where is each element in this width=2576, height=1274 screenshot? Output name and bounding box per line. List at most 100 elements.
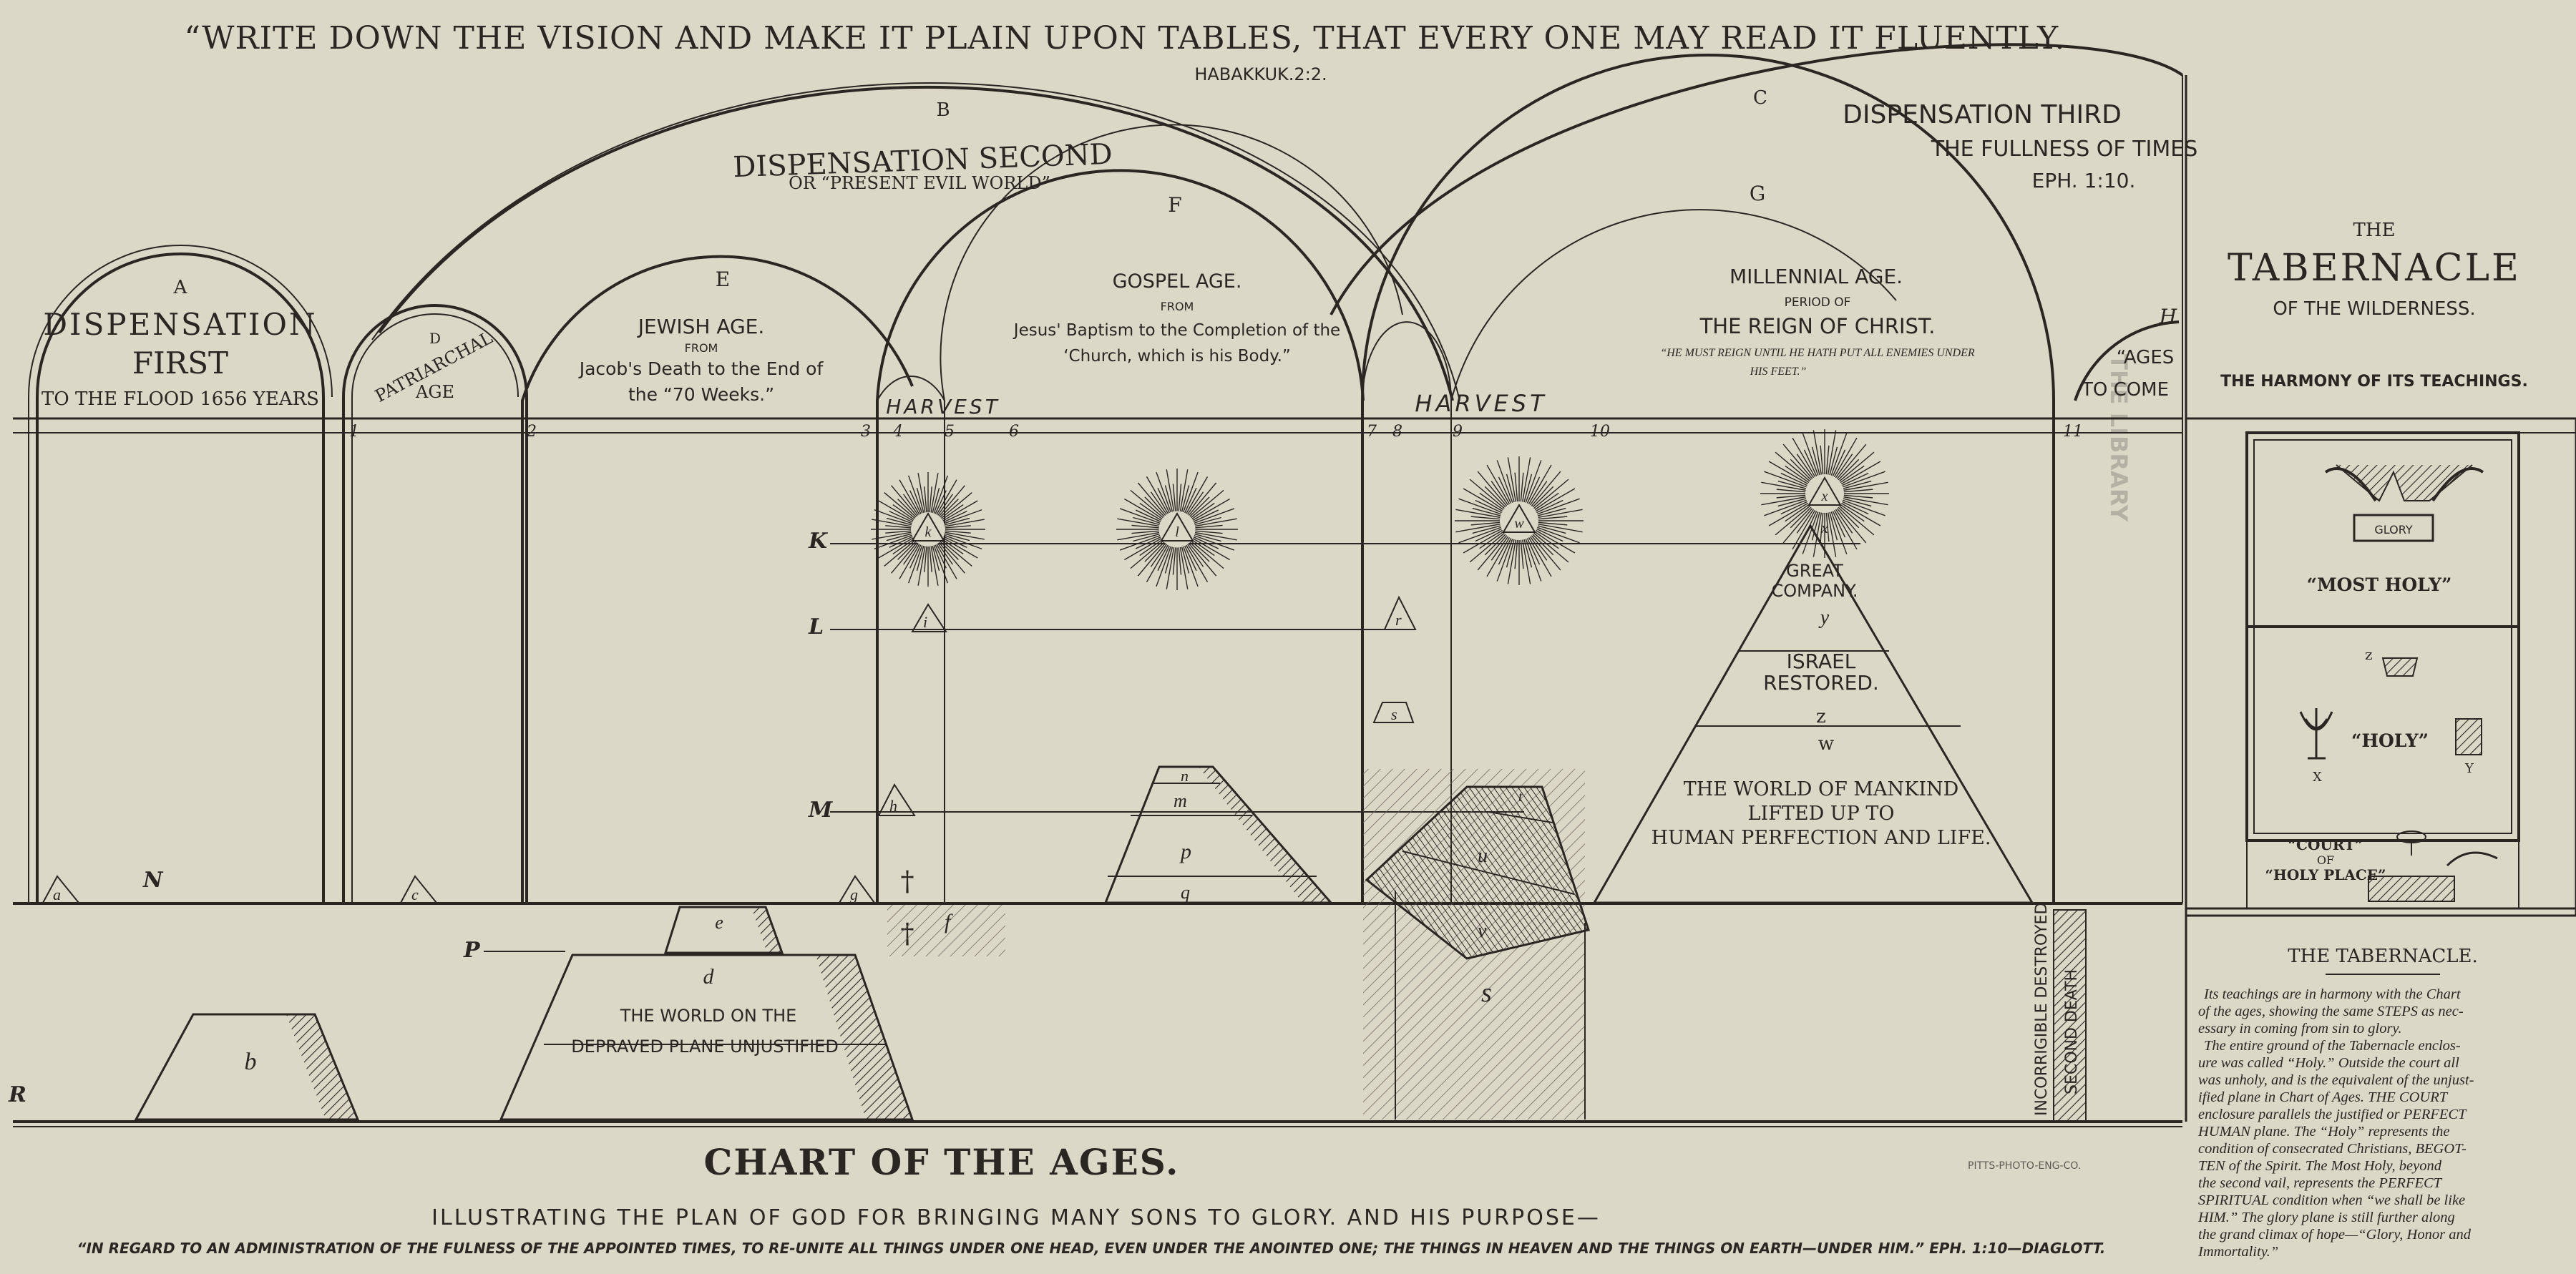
millennial-pyramid: x GREAT COMPANY. y ISRAEL RESTORED. z w … bbox=[1592, 519, 2034, 904]
holy-letter-z: z bbox=[2365, 646, 2373, 663]
tab-text-line: enclosure parallels the justified or PER… bbox=[2198, 1107, 2467, 1122]
dispensation-third-line3: EPH. 1:10. bbox=[2032, 169, 2136, 192]
line-number-9: 9 bbox=[1453, 423, 1463, 441]
small-letter-t: t bbox=[1518, 789, 1523, 805]
small-letter-b: b bbox=[245, 1049, 257, 1075]
small-letter-labels: a c g h i r s bbox=[53, 611, 1402, 903]
glory-burst: x bbox=[1760, 429, 1889, 558]
small-letter-v: v bbox=[1478, 920, 1487, 942]
cross-icon: † bbox=[901, 866, 914, 897]
stamp-line1: THE LIBRARY bbox=[2105, 354, 2132, 522]
tabernacle-subtitle: OF THE WILDERNESS. bbox=[2273, 298, 2475, 320]
laver-icon bbox=[2396, 830, 2426, 856]
tab-text-line: Its teachings are in harmony with the Ch… bbox=[2203, 986, 2462, 1002]
tab-text-line: ified plane in Chart of Ages. THE COURT bbox=[2198, 1089, 2449, 1105]
harvest-label-2: HARVEST bbox=[1415, 390, 1547, 417]
dispensation-first-line2: FIRST bbox=[132, 346, 228, 381]
small-letter-m: m bbox=[1174, 790, 1187, 811]
incense-altar-icon bbox=[2381, 657, 2419, 677]
age-gospel-line2: FROM bbox=[1161, 300, 1194, 313]
age-gospel-line1: GOSPEL AGE. bbox=[1113, 270, 1242, 293]
letter-h: H bbox=[2159, 305, 2177, 328]
footer-title: CHART OF THE AGES. bbox=[704, 1141, 1180, 1183]
glory-letter: x bbox=[1821, 489, 1828, 504]
line-numbers: 1 2 3 4 5 6 7 8 9 10 11 bbox=[349, 423, 2083, 441]
dispensation-second-line2: OR “PRESENT EVIL WORLD” bbox=[789, 173, 1050, 193]
letter-d: D bbox=[429, 330, 441, 347]
depraved-line2: DEPRAVED PLANE UNJUSTIFIED bbox=[571, 1037, 839, 1057]
tab-text-line: the second vail, represents the PERFECT bbox=[2198, 1175, 2443, 1191]
glory-burst: w bbox=[1455, 456, 1584, 585]
age-jewish-line4: the “70 Weeks.” bbox=[628, 384, 774, 405]
small-letter-x: x bbox=[1820, 519, 1828, 536]
line-number-4: 4 bbox=[892, 423, 903, 441]
arch-jewish bbox=[521, 255, 914, 903]
plane-letter-k: K bbox=[808, 529, 829, 554]
small-letter-a: a bbox=[53, 886, 61, 903]
tab-text-line: HUMAN plane. The “Holy” represents the bbox=[2197, 1124, 2450, 1140]
dispensation-third-line1: DISPENSATION THIRD bbox=[1843, 100, 2122, 129]
pyramid-b: b bbox=[134, 1013, 360, 1121]
arch-gospel bbox=[876, 169, 1365, 903]
tab-text-line: was unholy, and is the equivalent of the… bbox=[2198, 1072, 2474, 1088]
incorrigible-label: INCORRIGIBLE DESTROYED bbox=[2033, 903, 2051, 1116]
most-holy-label: “MOST HOLY” bbox=[2307, 574, 2452, 595]
tab-text-line: TEN of the Spirit. The Most Holy, beyond bbox=[2198, 1158, 2442, 1174]
tab-text-line: HIM.” The glory plane is still further a… bbox=[2197, 1210, 2455, 1225]
arch-harvest-1 bbox=[877, 376, 945, 401]
age-gospel-line3: Jesus' Baptism to the Completion of the bbox=[1013, 321, 1340, 340]
line-number-8: 8 bbox=[1392, 423, 1402, 441]
falling-pyramid: t u v s bbox=[1363, 769, 1590, 1119]
line-number-1: 1 bbox=[349, 423, 359, 441]
tabernacle-panel: THE TABERNACLE OF THE WILDERNESS. THE HA… bbox=[2185, 220, 2576, 1260]
age-gospel-line4: ‘Church, which is his Body.” bbox=[1063, 347, 1291, 366]
engraver-mark: PITTS-PHOTO-ENG-CO. bbox=[1968, 1160, 2081, 1172]
small-triangles bbox=[42, 595, 1417, 903]
line-number-7: 7 bbox=[1367, 423, 1377, 441]
small-letter-p: p bbox=[1179, 840, 1191, 863]
age-patriarchal-line2: AGE bbox=[415, 382, 454, 402]
plane-letter-p: P bbox=[463, 938, 481, 963]
age-to-come-line2: TO COME bbox=[2081, 379, 2169, 401]
letter-f: F bbox=[1168, 193, 1181, 217]
line-number-11: 11 bbox=[2063, 423, 2083, 441]
plane-letters: K L M N P R bbox=[8, 529, 833, 1107]
arch-dispensation-second-outer bbox=[371, 82, 1460, 401]
triangle-a bbox=[42, 875, 81, 903]
age-millennial-line5: HIS FEET.” bbox=[1750, 366, 1807, 378]
dispensation-first-line1: DISPENSATION bbox=[43, 307, 317, 342]
israel-line2: RESTORED. bbox=[1763, 671, 1879, 695]
tab-text-line: condition of consecrated Christians, BEG… bbox=[2198, 1141, 2467, 1157]
glory-burst: l bbox=[1116, 469, 1238, 590]
age-jewish-line1: JEWISH AGE. bbox=[637, 315, 765, 338]
header-quote: “WRITE DOWN THE VISION AND MAKE IT PLAIN… bbox=[185, 20, 2066, 57]
arch-millennial bbox=[1361, 54, 2055, 903]
arch-dispensation-third bbox=[1330, 43, 2184, 315]
arch-harvest-2 bbox=[1362, 321, 1452, 401]
tabernacle-caption: THE TABERNACLE. bbox=[2288, 946, 2478, 967]
tab-text-line: essary in coming from sin to glory. bbox=[2198, 1021, 2402, 1037]
small-letter-i: i bbox=[923, 613, 927, 631]
letter-e: E bbox=[716, 268, 730, 291]
small-letter-e: e bbox=[715, 912, 723, 933]
arch-first bbox=[36, 253, 325, 903]
age-jewish-line3: Jacob's Death to the End of bbox=[578, 358, 824, 379]
brazen-altar-icon bbox=[2368, 851, 2498, 902]
plane-arrows bbox=[484, 543, 902, 952]
lampstand-x: X bbox=[2313, 770, 2322, 785]
arch-millennial-inner bbox=[1450, 209, 1897, 903]
small-letter-u: u bbox=[1478, 845, 1488, 867]
pyramid-d: d THE WORLD ON THE DEPRAVED PLANE UNJUST… bbox=[499, 954, 914, 1121]
tab-text-line: The entire ground of the Tabernacle encl… bbox=[2204, 1038, 2461, 1054]
table-shewbread-icon bbox=[2455, 718, 2482, 755]
line-number-2: 2 bbox=[526, 423, 537, 441]
age-jewish-line2: FROM bbox=[685, 341, 718, 355]
age-millennial-line3: THE REIGN OF CHRIST. bbox=[1699, 314, 1936, 338]
israel-line1: ISRAEL bbox=[1787, 650, 1856, 673]
world-mankind-line2: LIFTED UP TO bbox=[1748, 803, 1895, 825]
tab-text-line: the grand climax of hope—“Glory, Honor a… bbox=[2198, 1227, 2472, 1243]
pyramid-e: e bbox=[663, 906, 784, 954]
tabernacle-title: TABERNACLE bbox=[2228, 247, 2521, 290]
